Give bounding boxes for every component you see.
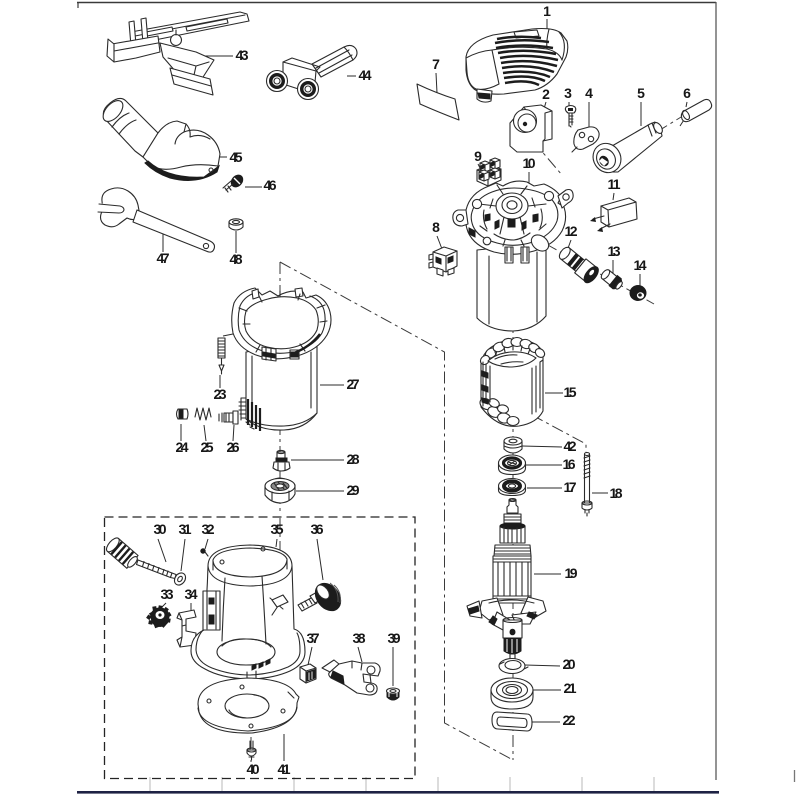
svg-text:9: 9 — [474, 148, 482, 164]
svg-text:22: 22 — [563, 712, 576, 728]
svg-text:3: 3 — [564, 85, 572, 101]
svg-text:13: 13 — [608, 243, 621, 259]
svg-text:7: 7 — [432, 56, 440, 72]
svg-text:18: 18 — [610, 485, 623, 501]
svg-text:45: 45 — [230, 149, 243, 165]
svg-text:26: 26 — [227, 439, 240, 455]
svg-text:39: 39 — [388, 630, 401, 646]
svg-text:35: 35 — [271, 521, 284, 537]
svg-text:10: 10 — [523, 155, 536, 171]
svg-text:21: 21 — [564, 680, 577, 696]
svg-text:1: 1 — [543, 3, 551, 19]
svg-text:42: 42 — [564, 438, 577, 454]
svg-text:15: 15 — [564, 384, 577, 400]
svg-text:11: 11 — [608, 176, 621, 192]
svg-text:16: 16 — [563, 456, 576, 472]
svg-text:37: 37 — [307, 630, 320, 646]
svg-text:40: 40 — [247, 761, 260, 777]
svg-text:28: 28 — [347, 451, 360, 467]
svg-text:8: 8 — [432, 219, 440, 235]
svg-text:31: 31 — [179, 521, 192, 537]
svg-text:6: 6 — [683, 85, 691, 101]
svg-text:29: 29 — [347, 482, 360, 498]
svg-text:27: 27 — [347, 376, 360, 392]
svg-text:24: 24 — [176, 439, 189, 455]
svg-text:17: 17 — [564, 479, 577, 495]
svg-text:34: 34 — [185, 586, 198, 602]
svg-text:12: 12 — [565, 223, 578, 239]
svg-text:14: 14 — [634, 257, 647, 273]
svg-text:32: 32 — [202, 521, 215, 537]
svg-text:48: 48 — [230, 251, 243, 267]
svg-text:23: 23 — [214, 386, 227, 402]
svg-text:2: 2 — [542, 86, 550, 102]
svg-text:20: 20 — [563, 656, 576, 672]
svg-text:30: 30 — [154, 521, 167, 537]
svg-text:47: 47 — [157, 250, 170, 266]
svg-text:43: 43 — [236, 47, 249, 63]
svg-text:46: 46 — [264, 177, 277, 193]
svg-text:44: 44 — [359, 67, 372, 83]
svg-text:41: 41 — [278, 761, 291, 777]
svg-text:4: 4 — [585, 85, 593, 101]
svg-text:38: 38 — [353, 630, 366, 646]
svg-text:5: 5 — [637, 85, 645, 101]
svg-text:25: 25 — [201, 439, 214, 455]
svg-text:19: 19 — [565, 565, 578, 581]
svg-text:36: 36 — [311, 521, 324, 537]
svg-text:33: 33 — [161, 586, 174, 602]
